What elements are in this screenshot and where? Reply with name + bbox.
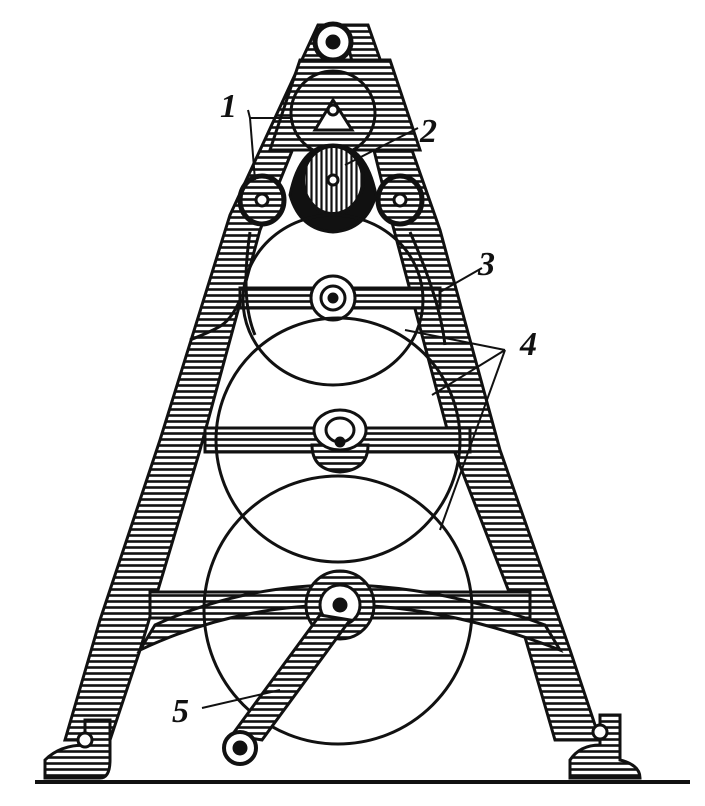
hub-top	[309, 274, 357, 322]
callout-4: 4	[520, 326, 537, 363]
wheel-4-lower	[202, 474, 474, 746]
wheel-3	[241, 213, 447, 387]
callout-2: 2	[420, 113, 437, 150]
cord	[189, 299, 242, 342]
leader-lines	[201, 109, 506, 709]
crank-5	[222, 613, 353, 766]
callout-1: 1	[220, 88, 237, 125]
top-pulley	[312, 21, 354, 63]
wheel-4-upper	[214, 316, 462, 564]
rollers-1	[237, 69, 425, 227]
hub-middle	[310, 408, 370, 474]
callout-3: 3	[478, 246, 495, 283]
feet	[43, 713, 642, 780]
callout-5: 5	[172, 693, 189, 730]
